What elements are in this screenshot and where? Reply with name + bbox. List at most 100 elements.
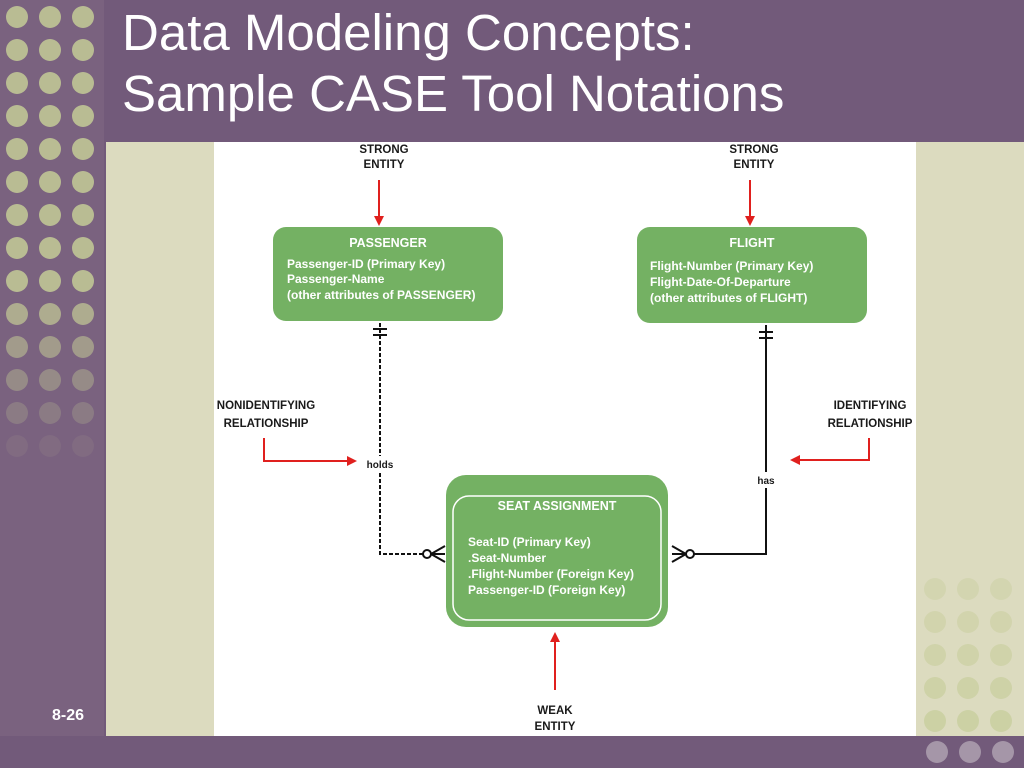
identifying-label-2: RELATIONSHIP (828, 418, 913, 430)
decorative-dot (6, 6, 28, 28)
decorative-dot (39, 138, 61, 160)
flight-entity-name: FLIGHT (729, 236, 774, 250)
er-diagram: STRONG ENTITY STRONG ENTITY PASSENGER Pa… (217, 144, 913, 733)
decorative-dot-strip (0, 0, 104, 768)
seat-assignment-attr-1: Seat-ID (Primary Key) (468, 535, 591, 549)
decorative-dot (72, 6, 94, 28)
seat-assignment-attr-2: .Seat-Number (468, 551, 546, 565)
decorative-dot (6, 72, 28, 94)
identifying-label-1: IDENTIFYING (834, 400, 907, 412)
decorative-dot (924, 578, 946, 600)
decorative-dot (39, 6, 61, 28)
decorative-dot (72, 105, 94, 127)
decorative-dot (990, 644, 1012, 666)
decorative-dot (6, 336, 28, 358)
decorative-dot (6, 237, 28, 259)
decorative-dot (72, 435, 94, 457)
decorative-dot (72, 303, 94, 325)
decorative-dot (39, 39, 61, 61)
decorative-dot (924, 611, 946, 633)
decorative-dot (6, 270, 28, 292)
decorative-dot (6, 402, 28, 424)
decorative-dot (72, 204, 94, 226)
passenger-entity-name: PASSENGER (349, 236, 427, 250)
decorative-dot (72, 72, 94, 94)
passenger-attr-2: Passenger-Name (287, 272, 385, 286)
decorative-dot (39, 303, 61, 325)
nonidentifying-label-1: NONIDENTIFYING (217, 400, 315, 412)
passenger-entity: PASSENGER Passenger-ID (Primary Key) Pas… (273, 227, 503, 321)
decorative-dot (39, 171, 61, 193)
title-line-1: Data Modeling Concepts: (122, 4, 695, 61)
decorative-dot (72, 369, 94, 391)
decorative-dot (39, 204, 61, 226)
decorative-dot (72, 336, 94, 358)
decorative-dot (992, 741, 1014, 763)
decorative-dot (924, 644, 946, 666)
slide-number: 8-26 (52, 707, 85, 724)
decorative-dot (39, 369, 61, 391)
decorative-dot (72, 402, 94, 424)
nonidentifying-label-2: RELATIONSHIP (224, 418, 309, 430)
decorative-dot (39, 237, 61, 259)
decorative-dot (957, 644, 979, 666)
decorative-dot (959, 741, 981, 763)
decorative-dot (72, 270, 94, 292)
nonidentifying-relationship-line (373, 323, 446, 563)
decorative-dot (39, 270, 61, 292)
decorative-dot (72, 138, 94, 160)
decorative-dot (6, 105, 28, 127)
decorative-dot (6, 369, 28, 391)
decorative-dot (39, 435, 61, 457)
nonidentifying-arrow (263, 438, 357, 466)
decorative-dot (6, 171, 28, 193)
decorative-dot (990, 710, 1012, 732)
seat-assignment-entity: SEAT ASSIGNMENT Seat-ID (Primary Key) .S… (446, 475, 668, 627)
passenger-attr-3: (other attributes of PASSENGER) (287, 288, 475, 302)
decorative-dot (924, 677, 946, 699)
weak-entity-label-2: ENTITY (535, 721, 576, 733)
decorative-dot (926, 741, 948, 763)
flight-attr-3: (other attributes of FLIGHT) (650, 291, 807, 305)
decorative-dot (957, 677, 979, 699)
slide-title: Data Modeling Concepts: Sample CASE Tool… (122, 2, 1012, 124)
decorative-dot (39, 336, 61, 358)
diagram-canvas: STRONG ENTITY STRONG ENTITY PASSENGER Pa… (214, 142, 916, 736)
strong-entity-left-label-2: ENTITY (364, 159, 405, 171)
decorative-dot (990, 611, 1012, 633)
strong-entity-left-label-1: STRONG (359, 144, 408, 156)
seat-assignment-attr-4: Passenger-ID (Foreign Key) (468, 583, 625, 597)
decorative-dot (39, 402, 61, 424)
decorative-dot (72, 237, 94, 259)
flight-attr-1: Flight-Number (Primary Key) (650, 259, 813, 273)
decorative-dot (6, 204, 28, 226)
decorative-dot (6, 303, 28, 325)
seat-assignment-entity-name: SEAT ASSIGNMENT (498, 499, 617, 513)
strong-entity-right-label-2: ENTITY (734, 159, 775, 171)
flight-attr-2: Flight-Date-Of-Departure (650, 275, 791, 289)
passenger-attr-1: Passenger-ID (Primary Key) (287, 257, 445, 271)
has-relationship-label: has (757, 476, 775, 487)
identifying-relationship-line (671, 325, 773, 563)
decorative-dot (72, 171, 94, 193)
flight-entity: FLIGHT Flight-Number (Primary Key) Fligh… (637, 227, 867, 323)
decorative-dot (957, 611, 979, 633)
decorative-dot (72, 39, 94, 61)
decorative-dot (6, 435, 28, 457)
title-line-2: Sample CASE Tool Notations (122, 65, 785, 122)
decorative-dot (990, 578, 1012, 600)
identifying-arrow (790, 438, 870, 465)
decorative-dot (6, 39, 28, 61)
decorative-dot (990, 677, 1012, 699)
decorative-dot (957, 578, 979, 600)
decorative-dot (39, 105, 61, 127)
holds-relationship-label: holds (367, 460, 394, 471)
strong-entity-right-label-1: STRONG (729, 144, 778, 156)
bottom-bar (0, 736, 1024, 768)
decorative-dot (957, 710, 979, 732)
decorative-dot (39, 72, 61, 94)
seat-assignment-attr-3: .Flight-Number (Foreign Key) (468, 567, 634, 581)
decorative-dot (6, 138, 28, 160)
decorative-dot (924, 710, 946, 732)
weak-entity-label-1: WEAK (537, 705, 573, 717)
